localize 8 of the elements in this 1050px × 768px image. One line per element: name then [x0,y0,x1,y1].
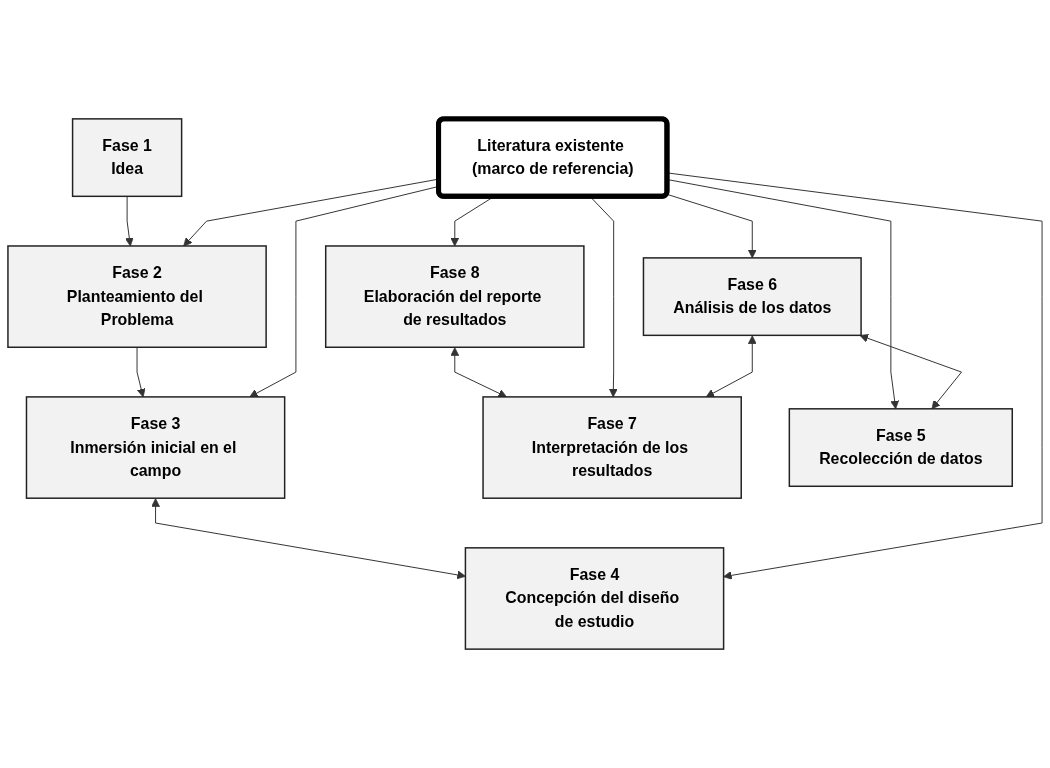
node-box: Fase 4 Concepción del diseño de estudio [464,547,725,650]
node-box: Fase 8 Elaboración del reporte de resultados [324,245,585,348]
node-box: Fase 5 Recolección de datos [788,408,1013,488]
node-box: Fase 3 Inmersión inicial en el campo [25,396,286,499]
node-box: Fase 6 Análisis de los datos [642,257,862,337]
node-box: Fase 7 Interpretación de los resultados [482,396,742,499]
node-box: Fase 1 Idea [71,118,183,198]
node-box: Fase 2 Planteamiento del Problema [7,245,267,348]
